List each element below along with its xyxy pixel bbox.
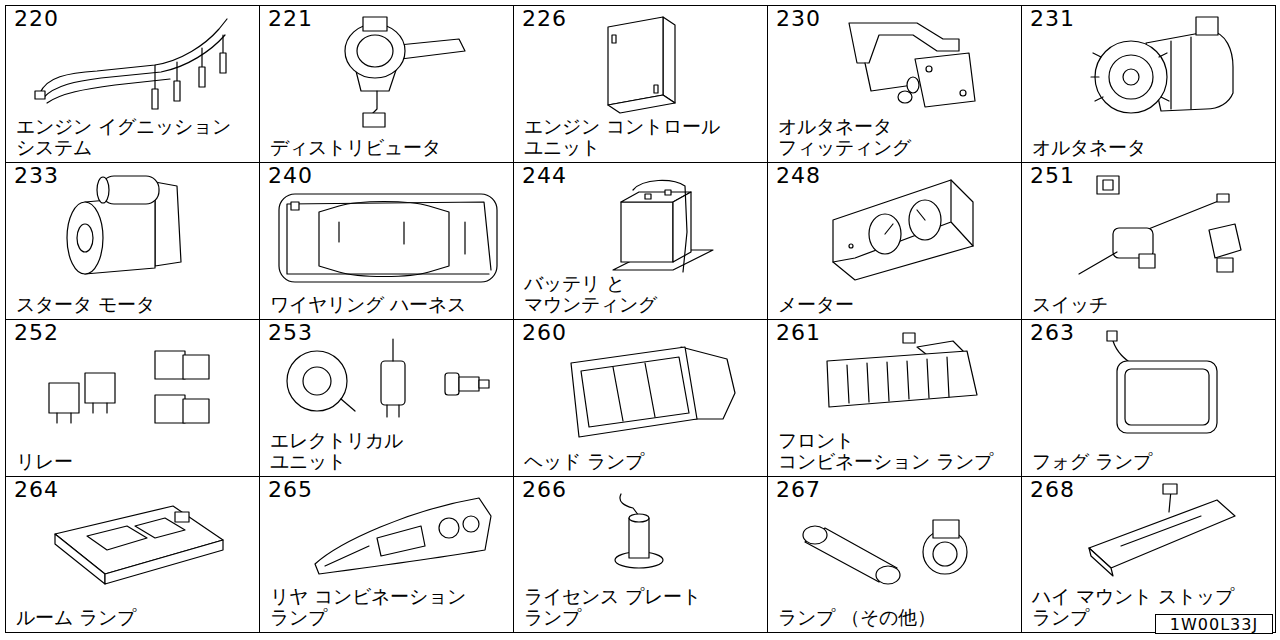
room-lamp-drawing bbox=[55, 506, 223, 584]
catalog-cell: 268ハイ マウント ストップ ランプ bbox=[1021, 476, 1276, 633]
section-number: 231 bbox=[1030, 7, 1075, 31]
alternator-drawing bbox=[1091, 17, 1233, 113]
section-number: 244 bbox=[522, 164, 567, 188]
meter-drawing bbox=[833, 180, 973, 280]
catalog-cell: 264 ルーム ランプ bbox=[5, 476, 260, 633]
catalog-cell: 244 バッテリ と マウンティング bbox=[513, 162, 768, 320]
section-number: 226 bbox=[522, 7, 567, 31]
part-name: ディストリビュータ bbox=[270, 137, 441, 158]
catalog-cell: 263 フォグ ランプ bbox=[1021, 319, 1276, 477]
section-number: 266 bbox=[522, 478, 567, 502]
part-name: リレー bbox=[16, 451, 73, 472]
horn-drawing bbox=[287, 339, 489, 417]
catalog-cell: 233 スタータ モータ bbox=[5, 162, 260, 320]
fog-lamp-drawing bbox=[1107, 331, 1217, 433]
catalog-cell: 221 ディストリビュータ bbox=[259, 5, 514, 163]
part-name: オルタネータ フィッティング bbox=[778, 116, 1018, 158]
drawing-code: 1W00L33J bbox=[1156, 615, 1272, 633]
harness-drawing bbox=[279, 194, 497, 282]
catalog-cell: 226 エンジン コントロール ユニット bbox=[513, 5, 768, 163]
part-name: スタータ モータ bbox=[16, 294, 155, 315]
bracket-drawing bbox=[849, 23, 975, 107]
part-name: ライセンス プレート ランプ bbox=[524, 586, 764, 628]
part-name: バッテリ と マウンティング bbox=[524, 273, 694, 315]
part-name: ルーム ランプ bbox=[16, 607, 136, 628]
catalog-cell: 260 ヘッド ランプ bbox=[513, 319, 768, 477]
section-number: 253 bbox=[268, 321, 313, 345]
front-combination-lamp-drawing bbox=[827, 333, 977, 407]
part-name: ワイヤリング ハーネス bbox=[270, 294, 466, 315]
catalog-cell: 253 エレクトリカル ユニット bbox=[259, 319, 514, 477]
ecu-drawing bbox=[608, 17, 675, 113]
catalog-cell: 266 ライセンス プレート ランプ bbox=[513, 476, 768, 633]
part-name: リヤ コンビネーション ランプ bbox=[270, 586, 510, 628]
section-number: 265 bbox=[268, 478, 313, 502]
distributor-drawing bbox=[345, 17, 465, 127]
rear-combination-lamp-drawing bbox=[315, 498, 491, 574]
battery-drawing bbox=[613, 180, 713, 272]
catalog-cell: 240 ワイヤリング ハーネス bbox=[259, 162, 514, 320]
part-name: メーター bbox=[778, 294, 854, 315]
catalog-cell: 261 フロント コンビネーション ランプ bbox=[767, 319, 1022, 477]
catalog-cell: 267 ランプ （その他） bbox=[767, 476, 1022, 633]
section-number: 240 bbox=[268, 164, 313, 188]
starter-drawing bbox=[67, 176, 181, 274]
section-number: 252 bbox=[14, 321, 59, 345]
part-name: スイッチ bbox=[1032, 294, 1108, 315]
section-number: 248 bbox=[776, 164, 821, 188]
part-name: ランプ （その他） bbox=[778, 607, 936, 628]
section-number: 233 bbox=[14, 164, 59, 188]
part-name: ヘッド ランプ bbox=[524, 451, 644, 472]
section-number: 264 bbox=[14, 478, 59, 502]
relay-drawing bbox=[49, 351, 209, 423]
catalog-cell: 230 オルタネータ フィッティング bbox=[767, 5, 1022, 163]
part-name: オルタネータ bbox=[1032, 137, 1146, 158]
section-number: 221 bbox=[268, 7, 313, 31]
catalog-cell: 220 エンジン イグニッション システム bbox=[5, 5, 260, 163]
section-number: 260 bbox=[522, 321, 567, 345]
switch-drawing bbox=[1079, 176, 1241, 274]
drawing-code-box: 1W00L33J bbox=[1155, 614, 1273, 634]
ignition-wires-drawing bbox=[35, 19, 227, 109]
section-number: 230 bbox=[776, 7, 821, 31]
section-number: 267 bbox=[776, 478, 821, 502]
catalog-cell: 252 リレー bbox=[5, 319, 260, 477]
headlamp-drawing bbox=[571, 347, 735, 437]
part-name: エレクトリカル ユニット bbox=[270, 430, 420, 472]
section-number: 263 bbox=[1030, 321, 1075, 345]
section-number: 251 bbox=[1030, 164, 1075, 188]
license-lamp-drawing bbox=[615, 494, 663, 568]
section-number: 220 bbox=[14, 7, 59, 31]
catalog-cell: 248 メーター bbox=[767, 162, 1022, 320]
catalog-cell: 231 オルタネータ bbox=[1021, 5, 1276, 163]
part-name: エンジン コントロール ユニット bbox=[524, 116, 764, 158]
section-number: 261 bbox=[776, 321, 821, 345]
bulb-drawing bbox=[803, 520, 967, 584]
section-number: 268 bbox=[1030, 478, 1075, 502]
catalog-cell: 265 リヤ コンビネーション ランプ bbox=[259, 476, 514, 633]
part-name: エンジン イグニッション システム bbox=[16, 116, 256, 158]
part-name: フロント コンビネーション ランプ bbox=[778, 430, 1006, 472]
stop-lamp-drawing bbox=[1089, 484, 1235, 576]
catalog-cell: 251 スイッチ bbox=[1021, 162, 1276, 320]
part-name: フォグ ランプ bbox=[1032, 451, 1152, 472]
